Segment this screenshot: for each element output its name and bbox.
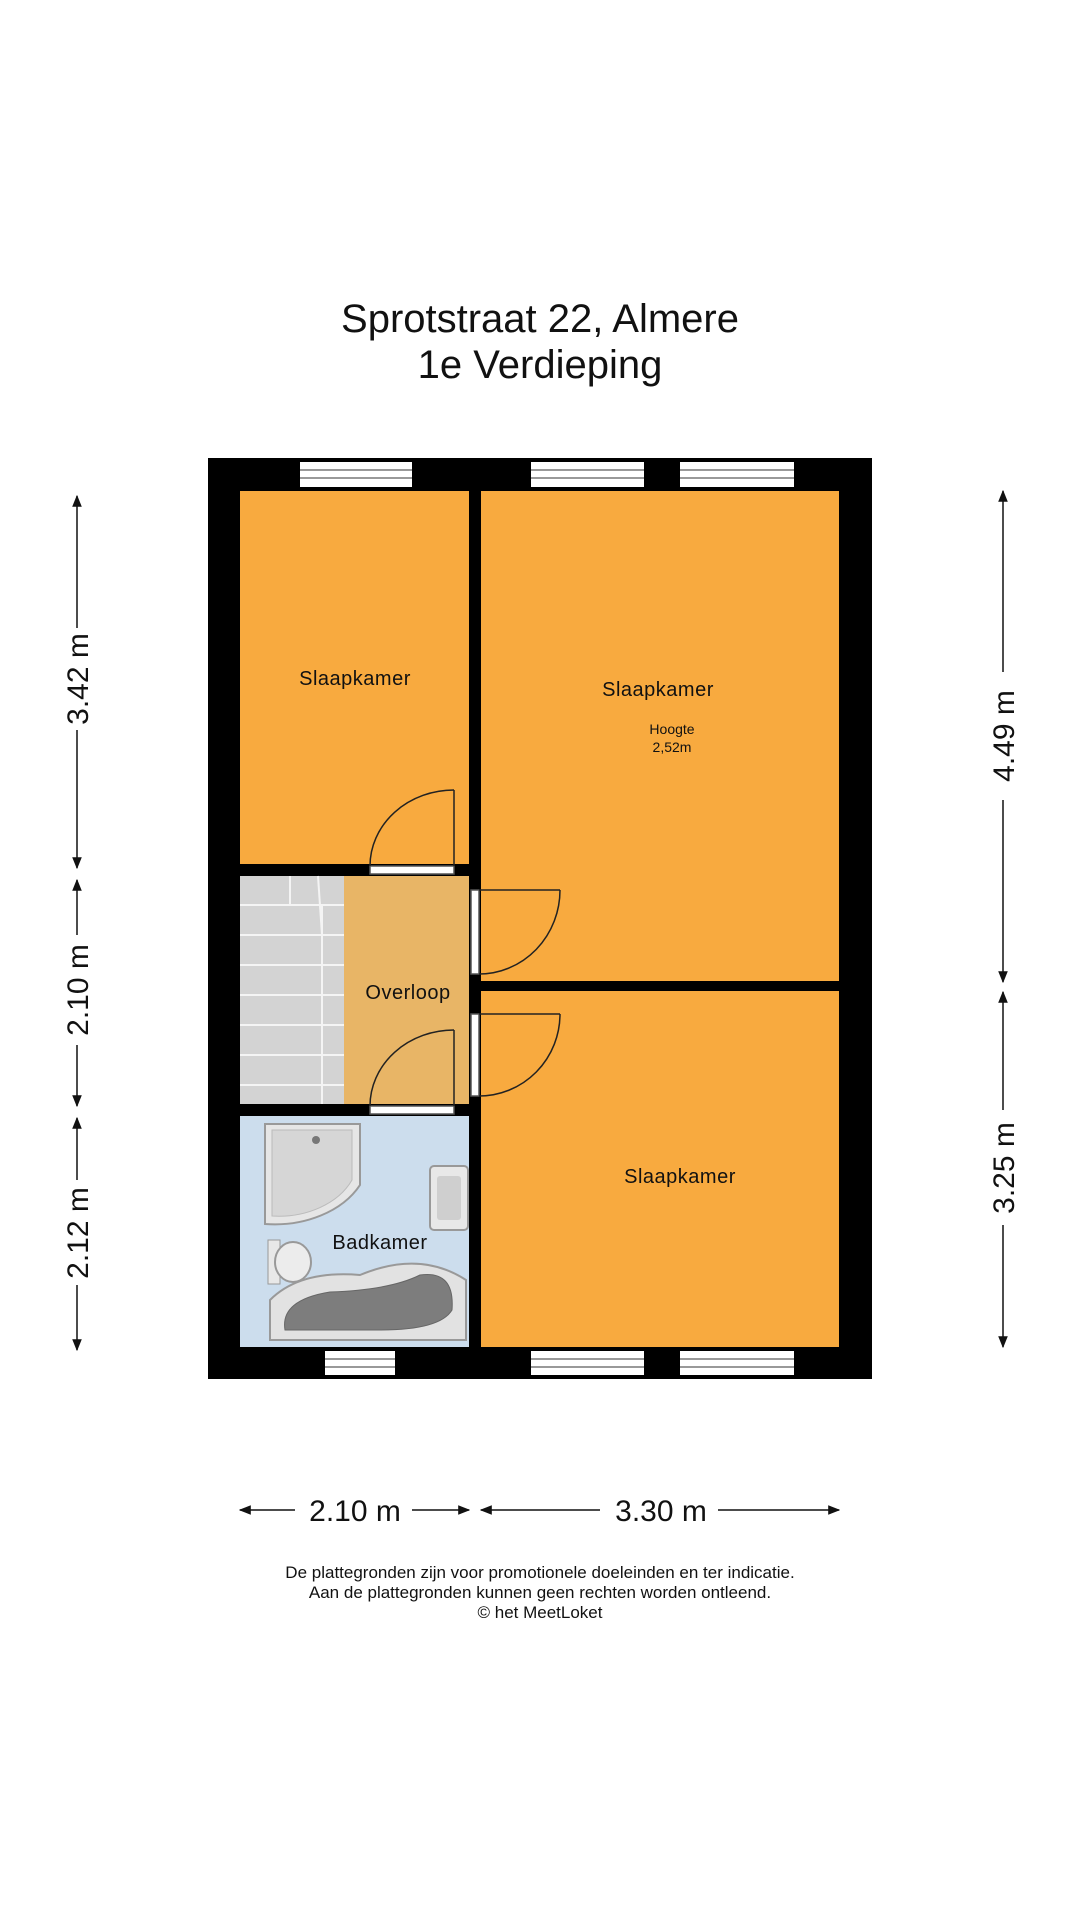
window-top-1 [300,462,412,487]
staircase [240,875,344,1104]
room-label-bedroom-top-left: Slaapkamer [299,668,411,690]
door-bedroom-bottom-right [470,1013,561,1097]
door-bedroom-top-left [369,789,455,875]
dimension-bottom-right: 3.30 m [615,1495,707,1528]
room-bedroom-top-right [481,491,839,981]
room-landing [344,876,469,1104]
dimension-right-bottom: 3.25 m [988,1122,1021,1214]
room-bedroom-bottom-right [481,991,839,1347]
door-bedroom-top-right [470,889,561,975]
dimension-left-middle: 2.10 m [62,944,95,1036]
plan-title-floor: 1e Verdieping [417,343,663,387]
copyright-line: © het MeetLoket [477,1603,603,1622]
room-label-landing: Overloop [365,982,450,1004]
room-label-bathroom: Badkamer [332,1232,427,1254]
height-value: 2,52m [653,739,692,755]
window-bottom-3 [680,1351,794,1375]
room-bedroom-top-left [240,491,469,864]
shower-fixture [264,1123,361,1226]
window-bottom-1 [325,1351,395,1375]
toilet-fixture [267,1239,312,1285]
dimension-right-top: 4.49 m [988,690,1021,782]
window-top-2 [531,462,644,487]
disclaimer-line-1: De plattegronden zijn voor promotionele … [285,1563,795,1582]
door-bathroom [369,1029,455,1115]
dimension-left-bottom: 2.12 m [62,1187,95,1279]
room-label-bedroom-top-right: Slaapkamer [602,679,714,701]
disclaimer-line-2: Aan de plattegronden kunnen geen rechten… [308,1583,772,1602]
dimension-left-top: 3.42 m [62,633,95,725]
room-label-bedroom-bottom-right: Slaapkamer [624,1166,736,1188]
window-bottom-2 [531,1351,644,1375]
height-label: Hoogte [649,721,694,737]
dimension-bottom-left: 2.10 m [309,1495,401,1528]
bathtub-fixture [269,1262,467,1341]
window-top-3 [680,462,794,487]
plan-title-address: Sprotstraat 22, Almere [341,297,739,341]
sink-fixture [429,1165,469,1231]
room-stairs [240,876,344,1104]
